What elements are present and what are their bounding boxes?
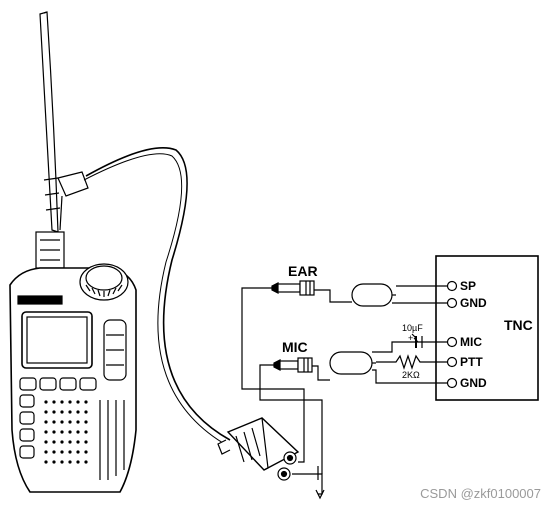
tnc-box bbox=[435, 255, 539, 401]
capacitor-plus: + bbox=[408, 333, 413, 343]
tnc-pin-gnd-1: GND bbox=[460, 296, 487, 310]
capacitor-label: 10µF bbox=[402, 323, 423, 333]
speaker-grille bbox=[44, 400, 88, 464]
tnc-pin-mic: MIC bbox=[460, 335, 482, 349]
mic-label: MIC bbox=[282, 339, 308, 355]
tnc-wiring bbox=[372, 255, 539, 401]
cable bbox=[85, 147, 231, 441]
dual-plug-connector bbox=[217, 417, 300, 481]
resistor-label: 2KΩ bbox=[402, 370, 420, 380]
tnc-pin-gnd-2: GND bbox=[460, 376, 487, 390]
tnc-pin-ptt: PTT bbox=[460, 355, 483, 369]
interface-wires bbox=[241, 287, 325, 500]
mic-plug bbox=[273, 351, 376, 381]
handheld-radio bbox=[9, 11, 137, 493]
tnc-title: TNC bbox=[504, 317, 533, 333]
ear-plug bbox=[271, 280, 396, 307]
tnc-pin-sp: SP bbox=[460, 279, 476, 293]
headset-plug-cable bbox=[57, 147, 231, 447]
ear-label: EAR bbox=[288, 263, 318, 279]
watermark: CSDN @zkf0100007 bbox=[420, 486, 541, 501]
antenna bbox=[39, 11, 59, 233]
